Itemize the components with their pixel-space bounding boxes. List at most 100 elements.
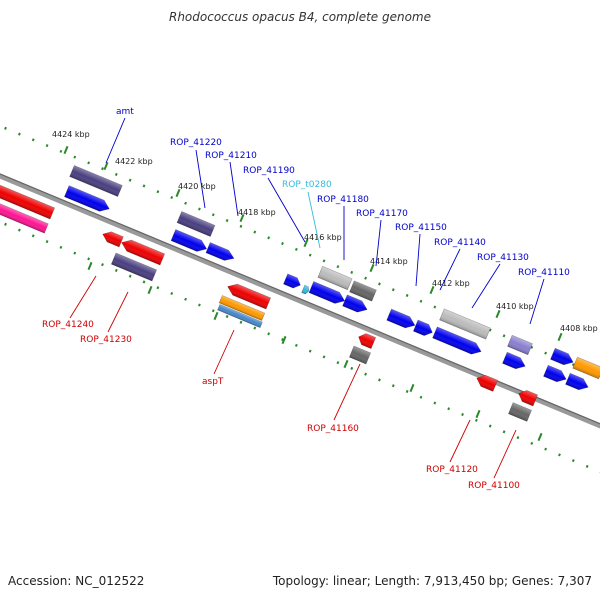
gene-asp[interactable] xyxy=(225,281,272,310)
gene-label-rop_41130[interactable]: ROP_41130 xyxy=(477,253,529,263)
gene-grey[interactable] xyxy=(317,265,353,291)
gene-blue[interactable] xyxy=(550,347,576,368)
tick-label: 4424 kbp xyxy=(52,130,90,139)
tick-label: 4416 kbp xyxy=(304,233,342,242)
gene-blue[interactable] xyxy=(170,229,209,255)
gene-red[interactable] xyxy=(101,229,124,248)
minor-tick xyxy=(475,409,481,419)
label-leader-line xyxy=(69,275,97,319)
label-leader-line xyxy=(449,419,471,463)
major-tick xyxy=(495,309,501,319)
gene-rop41240[interactable] xyxy=(119,237,166,266)
label-leader-line xyxy=(105,117,126,164)
gene-label-rop_41100[interactable]: ROP_41100 xyxy=(468,481,520,491)
gene-grey[interactable] xyxy=(348,345,372,365)
gene-blue[interactable] xyxy=(565,372,591,393)
gene-rop41110[interactable] xyxy=(502,351,528,372)
label-leader-line xyxy=(213,329,235,375)
major-tick xyxy=(429,285,435,295)
gene-label-rop_41220[interactable]: ROP_41220 xyxy=(170,138,222,148)
gene-label-rop_41230[interactable]: ROP_41230 xyxy=(80,335,132,345)
tick-label: 4422 kbp xyxy=(115,157,153,166)
label-leader-line xyxy=(229,161,239,217)
gene-blue[interactable] xyxy=(64,185,111,215)
gene-label-rop_41180[interactable]: ROP_41180 xyxy=(317,195,369,205)
gene-rop41120[interactable] xyxy=(474,373,498,392)
gene-red[interactable] xyxy=(516,388,539,407)
map-title: Rhodococcus opacus B4, complete genome xyxy=(168,10,431,24)
major-tick xyxy=(103,161,109,171)
gene-red[interactable] xyxy=(0,180,56,220)
major-tick xyxy=(63,145,69,155)
minor-tick xyxy=(343,359,349,369)
gene-pink[interactable] xyxy=(0,196,49,234)
gene-rop41210[interactable] xyxy=(205,242,236,264)
label-leader-line xyxy=(439,248,461,291)
backbone-line xyxy=(0,173,600,429)
gene-rop41140[interactable] xyxy=(432,326,484,357)
tick-label: 4420 kbp xyxy=(178,182,216,191)
gene-rop41190[interactable] xyxy=(283,273,303,290)
label-leader-line xyxy=(333,363,361,421)
gene-amt[interactable] xyxy=(69,165,123,197)
gene-aspT[interactable] xyxy=(218,295,266,321)
gene-rop41100[interactable] xyxy=(508,402,532,422)
minor-tick xyxy=(213,311,219,321)
gene-label-rop_41210[interactable]: ROP_41210 xyxy=(205,151,257,161)
label-leader-line xyxy=(195,149,206,209)
gene-label-amt[interactable]: amt xyxy=(116,107,134,117)
gene-rop41230[interactable] xyxy=(110,252,158,282)
label-leader-line xyxy=(529,278,545,325)
gene-label-rop_41110[interactable]: ROP_41110 xyxy=(518,268,570,278)
gene-label-aspt[interactable]: aspT xyxy=(202,377,224,387)
gene-label-rop_41190[interactable]: ROP_41190 xyxy=(243,166,295,176)
major-tick xyxy=(175,188,181,198)
label-leader-line xyxy=(375,219,382,267)
gene-orange[interactable] xyxy=(572,356,600,380)
tick-label: 4412 kbp xyxy=(432,279,470,288)
gene-label-rop_t0280[interactable]: ROP_t0280 xyxy=(282,180,332,190)
backbone-highlight xyxy=(0,173,600,425)
tick-label: 4408 kbp xyxy=(560,324,598,333)
gene-label-rop_41240[interactable]: ROP_41240 xyxy=(42,320,94,330)
major-tick xyxy=(369,263,375,273)
gene-blue[interactable] xyxy=(342,294,370,315)
gene-rop41160[interactable] xyxy=(356,331,377,350)
gene-blue[interactable] xyxy=(412,319,434,338)
gene-rop41170[interactable] xyxy=(349,280,377,302)
minor-tick xyxy=(409,383,415,393)
accession-text: Accession: NC_012522 xyxy=(8,574,145,588)
gene-label-rop_41140[interactable]: ROP_41140 xyxy=(434,238,486,248)
gene-label-rop_41160[interactable]: ROP_41160 xyxy=(307,424,359,434)
tick-label: 4410 kbp xyxy=(496,302,534,311)
label-leader-line xyxy=(307,191,321,249)
tick-label: 4414 kbp xyxy=(370,257,408,266)
gene-label-rop_41170[interactable]: ROP_41170 xyxy=(356,209,408,219)
tick-label: 4418 kbp xyxy=(238,208,276,217)
label-leader-line xyxy=(267,177,306,243)
label-leader-line xyxy=(107,291,129,333)
gene-rop41220[interactable] xyxy=(176,211,216,237)
gene-grey[interactable] xyxy=(439,308,491,340)
minor-tick xyxy=(537,432,543,442)
major-tick xyxy=(557,332,563,342)
major-tick xyxy=(303,238,309,248)
label-leader-line xyxy=(415,233,421,287)
gene-rop-t0280[interactable] xyxy=(301,284,311,295)
major-tick xyxy=(239,213,245,223)
gene-rop41180[interactable] xyxy=(308,281,347,307)
lower-tick-track xyxy=(0,220,600,474)
label-leader-line xyxy=(493,429,517,479)
label-leader-line xyxy=(471,263,501,309)
gene-label-rop_41120[interactable]: ROP_41120 xyxy=(426,465,478,475)
gene-blue[interactable] xyxy=(543,364,569,385)
gene-label-rop_41150[interactable]: ROP_41150 xyxy=(395,223,447,233)
gene-rop41130[interactable] xyxy=(507,334,533,356)
minor-tick xyxy=(87,261,93,271)
minor-tick xyxy=(147,285,153,295)
minor-tick xyxy=(281,335,287,345)
gene-aspT-b[interactable] xyxy=(217,303,263,329)
gene-rop41150[interactable] xyxy=(386,308,417,331)
topology-summary: Topology: linear; Length: 7,913,450 bp; … xyxy=(272,574,592,588)
